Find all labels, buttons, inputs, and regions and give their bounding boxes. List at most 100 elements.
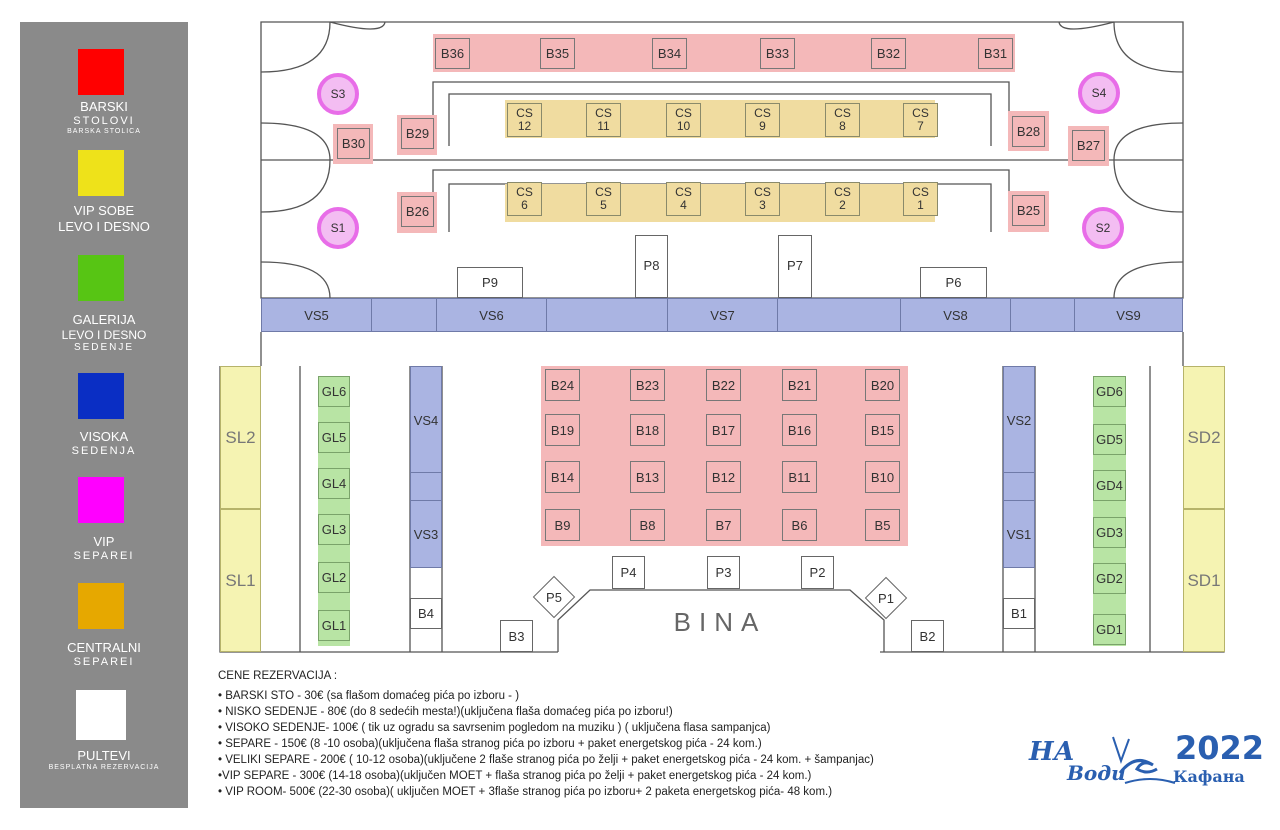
bar-table-b22[interactable]: B22 xyxy=(706,369,741,401)
wave-icon xyxy=(1112,736,1176,784)
bar-table-b23[interactable]: B23 xyxy=(630,369,665,401)
high-seat-vs4[interactable]: VS4 xyxy=(410,366,442,473)
bar-counter-p8[interactable]: P8 xyxy=(635,235,668,298)
bar-counter-p6[interactable]: P6 xyxy=(920,267,987,298)
high-seat-vs5[interactable]: VS5 xyxy=(261,298,372,332)
booth-number: 11 xyxy=(597,119,610,133)
gallery-seat-gl3[interactable]: GL3 xyxy=(318,514,350,545)
gallery-seat-gl4[interactable]: GL4 xyxy=(318,468,350,499)
seat-b28[interactable]: B28 xyxy=(1012,116,1045,147)
bar-table-b2[interactable]: B2 xyxy=(911,620,944,652)
gallery-seat-gd2[interactable]: GD2 xyxy=(1093,563,1126,594)
bar-table-b21[interactable]: B21 xyxy=(782,369,817,401)
legend-swatch-high-seats xyxy=(78,373,124,419)
vip-room-sl2[interactable]: SL2 xyxy=(220,366,261,509)
bar-table-b17[interactable]: B17 xyxy=(706,414,741,446)
vip-booth-s4[interactable]: S4 xyxy=(1078,72,1120,114)
booth-prefix: CS xyxy=(912,106,929,121)
bar-table-b7[interactable]: B7 xyxy=(706,509,741,541)
high-seat-vs6[interactable]: VS6 xyxy=(436,298,547,332)
legend-swatch-bars xyxy=(76,690,126,740)
gallery-seat-gd4[interactable]: GD4 xyxy=(1093,470,1126,501)
bar-counter-p1[interactable]: P1 xyxy=(878,590,894,606)
high-seat-vs2[interactable]: VS2 xyxy=(1003,366,1035,473)
vip-room-sl1[interactable]: SL1 xyxy=(220,509,261,652)
vip-room-sd1[interactable]: SD1 xyxy=(1183,509,1225,652)
legend-swatch-bar-tables xyxy=(78,49,124,95)
seat-b26[interactable]: B26 xyxy=(401,196,434,227)
bar-table-b5[interactable]: B5 xyxy=(865,509,900,541)
high-seat-vs3[interactable]: VS3 xyxy=(410,500,442,568)
bar-table-b35[interactable]: B35 xyxy=(540,38,575,69)
bar-table-b15[interactable]: B15 xyxy=(865,414,900,446)
vip-booth-s3[interactable]: S3 xyxy=(317,73,359,115)
bar-table-b13[interactable]: B13 xyxy=(630,461,665,493)
high-seat-vs7[interactable]: VS7 xyxy=(667,298,778,332)
bar-table-b1[interactable]: B1 xyxy=(1003,598,1035,629)
seat-b25[interactable]: B25 xyxy=(1012,195,1045,226)
price-list-title: CENE REZERVACIJA : xyxy=(218,670,338,682)
bar-table-b19[interactable]: B19 xyxy=(545,414,580,446)
gallery-seat-gd6[interactable]: GD6 xyxy=(1093,376,1126,407)
bar-table-b9[interactable]: B9 xyxy=(545,509,580,541)
gallery-seat-gd3[interactable]: GD3 xyxy=(1093,517,1126,548)
bar-table-b6[interactable]: B6 xyxy=(782,509,817,541)
bar-table-b32[interactable]: B32 xyxy=(871,38,906,69)
seat-b30[interactable]: B30 xyxy=(337,128,370,159)
bar-table-b8[interactable]: B8 xyxy=(630,509,665,541)
bar-table-b16[interactable]: B16 xyxy=(782,414,817,446)
bar-counter-p9[interactable]: P9 xyxy=(457,267,523,298)
booth-number: 10 xyxy=(676,119,691,133)
bar-table-b24[interactable]: B24 xyxy=(545,369,580,401)
vip-booth-s1[interactable]: S1 xyxy=(317,207,359,249)
booth-number: 6 xyxy=(521,198,528,212)
bar-table-b34[interactable]: B34 xyxy=(652,38,687,69)
gallery-seat-gl6[interactable]: GL6 xyxy=(318,376,350,407)
bar-counter-p4[interactable]: P4 xyxy=(612,556,645,589)
logo-kafana: Кафана xyxy=(1173,767,1245,786)
gallery-seat-gl1[interactable]: GL1 xyxy=(318,610,350,641)
bar-counter-p5[interactable]: P5 xyxy=(546,589,562,605)
legend-label-vip-rooms: VIP SOBE LEVO I DESNO xyxy=(20,203,188,234)
gallery-seat-gl5[interactable]: GL5 xyxy=(318,422,350,453)
bar-counter-p3[interactable]: P3 xyxy=(707,556,740,589)
price-line: • VELIKI SEPARE - 200€ ( 10-12 osoba)(uk… xyxy=(218,754,874,766)
high-seat-vs8[interactable]: VS8 xyxy=(900,298,1011,332)
bar-table-b20[interactable]: B20 xyxy=(865,369,900,401)
vip-room-sd2[interactable]: SD2 xyxy=(1183,366,1225,509)
gallery-seat-gd5[interactable]: GD5 xyxy=(1093,424,1126,455)
logo-na: НА xyxy=(1029,737,1075,767)
high-seat-vs1[interactable]: VS1 xyxy=(1003,500,1035,568)
bar-table-b11[interactable]: B11 xyxy=(782,461,817,493)
bar-table-b33[interactable]: B33 xyxy=(760,38,795,69)
bar-counter-p2[interactable]: P2 xyxy=(801,556,834,589)
bar-counter-p7[interactable]: P7 xyxy=(778,235,812,298)
bar-table-b18[interactable]: B18 xyxy=(630,414,665,446)
legend-text: SEPAREI xyxy=(73,655,135,668)
gallery-seat-gl2[interactable]: GL2 xyxy=(318,562,350,593)
high-seat-vs9[interactable]: VS9 xyxy=(1074,298,1183,332)
bar-table-b12[interactable]: B12 xyxy=(706,461,741,493)
bar-table-b14[interactable]: B14 xyxy=(545,461,580,493)
seat-b29[interactable]: B29 xyxy=(401,118,434,149)
bar-table-b31[interactable]: B31 xyxy=(978,38,1013,69)
bar-table-b36[interactable]: B36 xyxy=(435,38,470,69)
gallery-seat-gd1[interactable]: GD1 xyxy=(1093,614,1126,645)
bar-table-b10[interactable]: B10 xyxy=(865,461,900,493)
vip-booth-s2[interactable]: S2 xyxy=(1082,207,1124,249)
seat-b27[interactable]: B27 xyxy=(1072,130,1105,161)
bar-table-b3[interactable]: B3 xyxy=(500,620,533,652)
bar-table-b4[interactable]: B4 xyxy=(410,598,442,629)
